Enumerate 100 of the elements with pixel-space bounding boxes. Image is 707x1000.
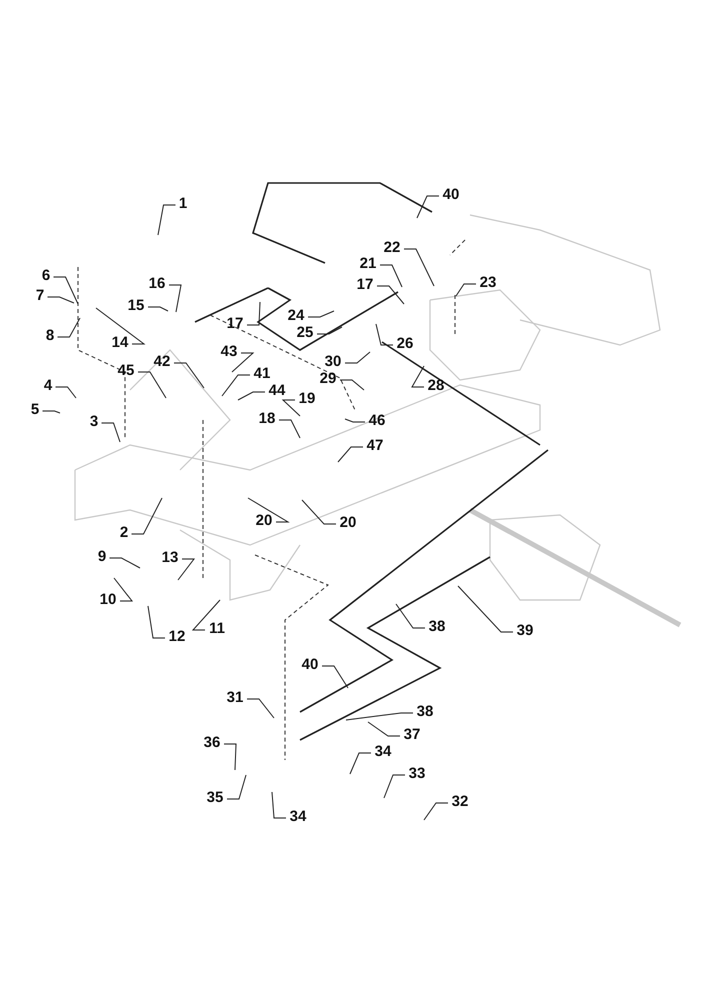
leader-line [404, 248, 434, 286]
leader-line [178, 558, 195, 580]
leader-line [148, 606, 166, 638]
leader-line [338, 446, 364, 462]
callout-number: 30 [324, 354, 342, 370]
callout-number: 45 [118, 363, 134, 379]
leader-line [282, 400, 300, 416]
callout-number: 2 [120, 525, 128, 541]
leader-line [53, 276, 78, 304]
callout-number: 20 [256, 513, 272, 529]
callout-number: 23 [480, 275, 496, 291]
leader-line [272, 792, 286, 818]
callout-number: 19 [298, 391, 316, 407]
leader-line [222, 374, 250, 396]
leader-line [114, 578, 134, 602]
leader-line [322, 666, 348, 688]
callout-number: 36 [204, 735, 220, 751]
leader-line [302, 500, 336, 524]
leader-line [458, 586, 514, 632]
leader-line [55, 386, 76, 398]
callout-number: 24 [288, 308, 304, 324]
leader-line [368, 722, 400, 736]
leader-line [226, 774, 246, 800]
callout-number: 29 [320, 371, 336, 387]
leader-line [346, 712, 414, 720]
leader-line [376, 286, 404, 304]
callout-number: 34 [374, 744, 392, 760]
callout-number: 40 [302, 657, 318, 673]
callout-number: 9 [98, 549, 106, 565]
callout-number: 44 [268, 383, 286, 399]
leader-line [138, 372, 166, 398]
callout-number: 17 [356, 277, 374, 293]
callout-number: 20 [340, 515, 356, 531]
leader-line [416, 196, 440, 218]
callout-number: 38 [428, 619, 446, 635]
callout-number: 22 [384, 240, 400, 256]
leader-line [96, 308, 146, 344]
callout-number: 41 [254, 366, 270, 382]
leader-line [42, 410, 60, 414]
callout-number: 32 [452, 794, 468, 810]
callout-number: 37 [404, 727, 420, 743]
callout-number: 12 [168, 629, 186, 645]
leader-line [57, 318, 80, 338]
leader-line [248, 498, 290, 522]
leader-line [344, 352, 370, 364]
leader-line [340, 380, 364, 390]
callout-number: 8 [46, 328, 54, 344]
callout-number: 7 [36, 288, 44, 304]
leader-line [246, 302, 260, 326]
leader-line [109, 558, 140, 568]
callout-number: 15 [128, 298, 144, 314]
callout-number: 33 [408, 766, 426, 782]
callout-number: 47 [366, 438, 384, 454]
callout-number: 17 [226, 316, 244, 332]
leader-line [246, 698, 274, 718]
callout-number: 4 [44, 378, 52, 394]
callout-number: 10 [100, 592, 116, 608]
leader-line [456, 284, 476, 296]
leader-line [411, 366, 424, 388]
leader-line [278, 420, 300, 438]
callout-number: 46 [368, 413, 386, 429]
leader-line [238, 392, 266, 400]
callout-number: 21 [360, 256, 376, 272]
leader-line [424, 802, 448, 820]
callout-number: 26 [396, 336, 414, 352]
callout-number: 16 [148, 276, 166, 292]
callout-number: 6 [42, 268, 50, 284]
leader-line [316, 326, 342, 334]
callout-number: 42 [154, 354, 170, 370]
callout-number: 11 [209, 621, 225, 637]
callout-number: 38 [416, 704, 434, 720]
leader-line [384, 774, 406, 798]
callout-number: 18 [258, 411, 276, 427]
callout-number: 31 [226, 690, 244, 706]
callout-number: 25 [296, 325, 314, 341]
leader-line [131, 498, 162, 534]
callout-number: 35 [206, 790, 224, 806]
leader-line [344, 418, 366, 422]
leader-line [192, 600, 220, 630]
leader-line [168, 284, 182, 312]
callout-number: 28 [428, 378, 444, 394]
leader-line [101, 422, 120, 442]
callout-number: 5 [30, 402, 40, 418]
leader-line [350, 752, 372, 774]
callout-number: 14 [112, 335, 128, 351]
callout-number: 1 [178, 196, 188, 212]
callout-number: 13 [162, 550, 178, 566]
leader-line [380, 264, 402, 288]
leader-line [396, 604, 426, 628]
callout-number: 34 [290, 809, 306, 825]
leader-line [376, 324, 394, 346]
callout-number: 43 [220, 344, 238, 360]
leader-line [47, 296, 74, 304]
leader-line [158, 204, 176, 236]
leader-line [224, 744, 237, 770]
callout-number: 39 [516, 623, 534, 639]
callout-number: 3 [90, 414, 98, 430]
leader-line [232, 352, 254, 372]
callout-number: 40 [442, 187, 460, 203]
leader-line [308, 310, 334, 318]
